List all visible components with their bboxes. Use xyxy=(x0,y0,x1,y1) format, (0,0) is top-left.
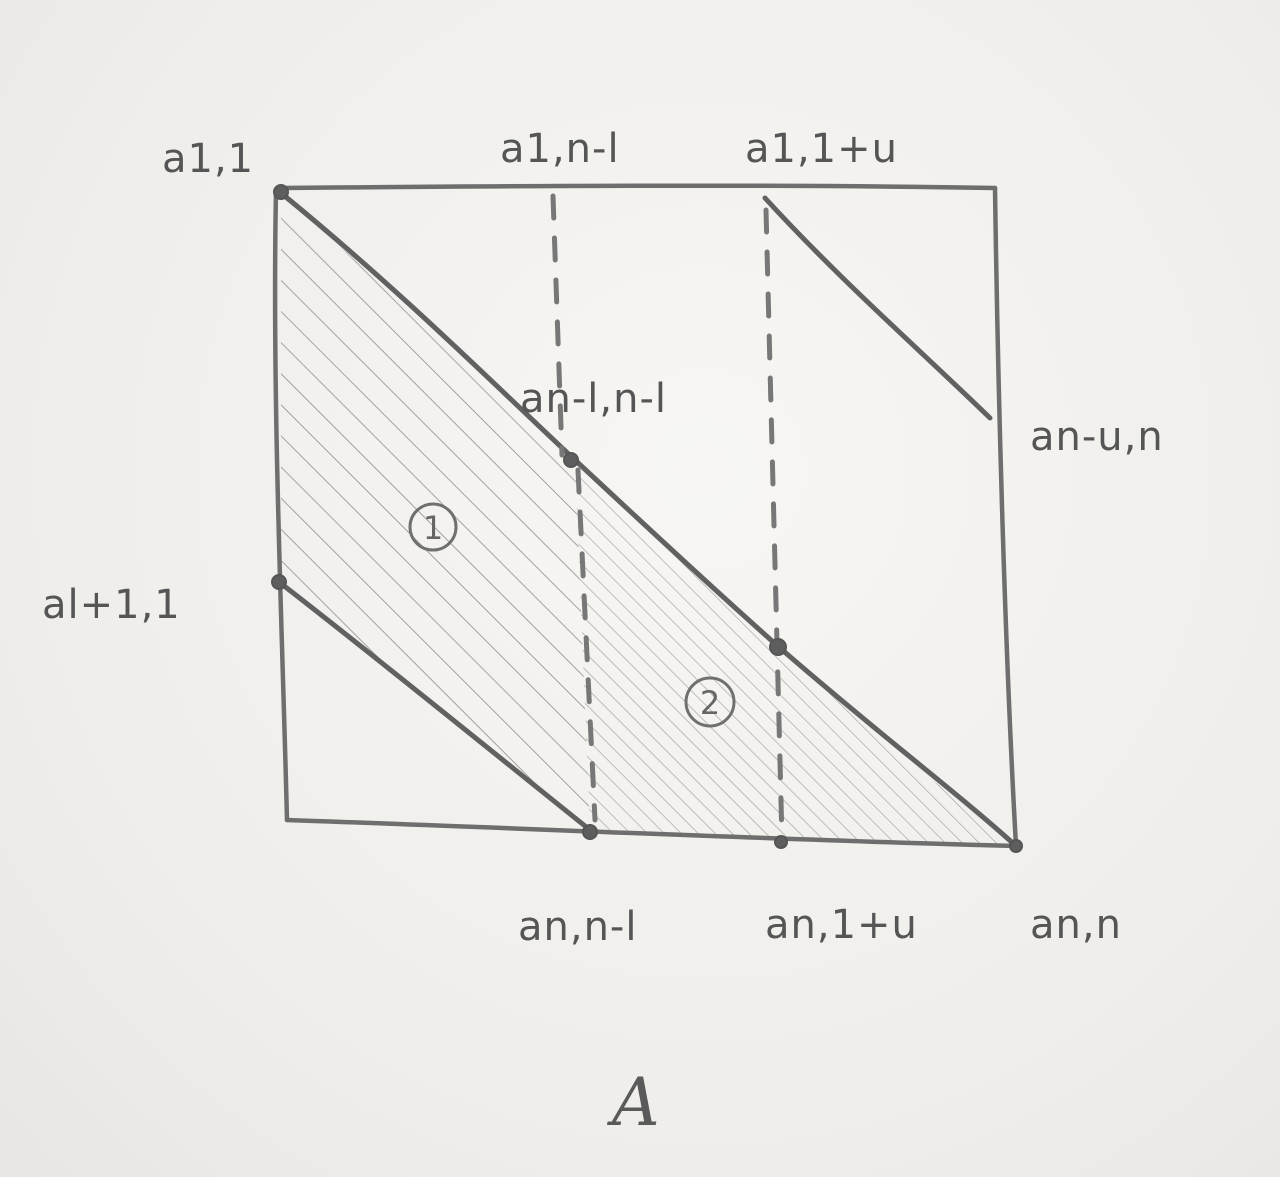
upper-band-boundary xyxy=(762,195,993,421)
point-an-nl xyxy=(582,824,598,840)
lower-band-boundary xyxy=(276,579,593,833)
label-a1-n-minus-l: a1,n-l xyxy=(500,126,620,172)
region-2-number: 2 xyxy=(700,684,720,722)
point-a-diag-1u xyxy=(769,638,787,656)
main-diagonal xyxy=(278,190,1019,849)
region-2-circle xyxy=(684,676,736,728)
point-ann xyxy=(1009,839,1023,853)
label-an-1-plus-u: an,1+u xyxy=(765,902,918,948)
label-a1-1-plus-u: a1,1+u xyxy=(745,126,898,172)
region-1-number: 1 xyxy=(423,509,443,547)
matrix-top-edge xyxy=(278,183,998,191)
point-a11 xyxy=(273,184,289,200)
region-1-circle xyxy=(408,502,458,552)
label-al-plus-1-1: al+1,1 xyxy=(42,582,181,628)
point-an-1u xyxy=(774,835,788,849)
point-anl-nl xyxy=(563,452,579,468)
matrix-right-edge xyxy=(992,185,1019,849)
label-an-n-minus-l: an,n-l xyxy=(518,904,637,950)
column-n-minus-l-lower-guide xyxy=(575,467,598,823)
label-a11: a1,1 xyxy=(162,136,254,182)
label-ann: an,n xyxy=(1030,902,1122,948)
label-matrix-a: A xyxy=(606,1064,660,1141)
label-an-minus-l-n-minus-l: an-l,n-l xyxy=(520,376,667,422)
matrix-left-edge xyxy=(272,187,290,823)
matrix-bottom-edge xyxy=(284,817,1019,849)
label-an-minus-u-n: an-u,n xyxy=(1030,414,1164,460)
column-n-minus-l-upper-guide xyxy=(550,193,565,458)
column-1-plus-u-guide xyxy=(763,207,785,843)
point-al1-1 xyxy=(271,574,287,590)
